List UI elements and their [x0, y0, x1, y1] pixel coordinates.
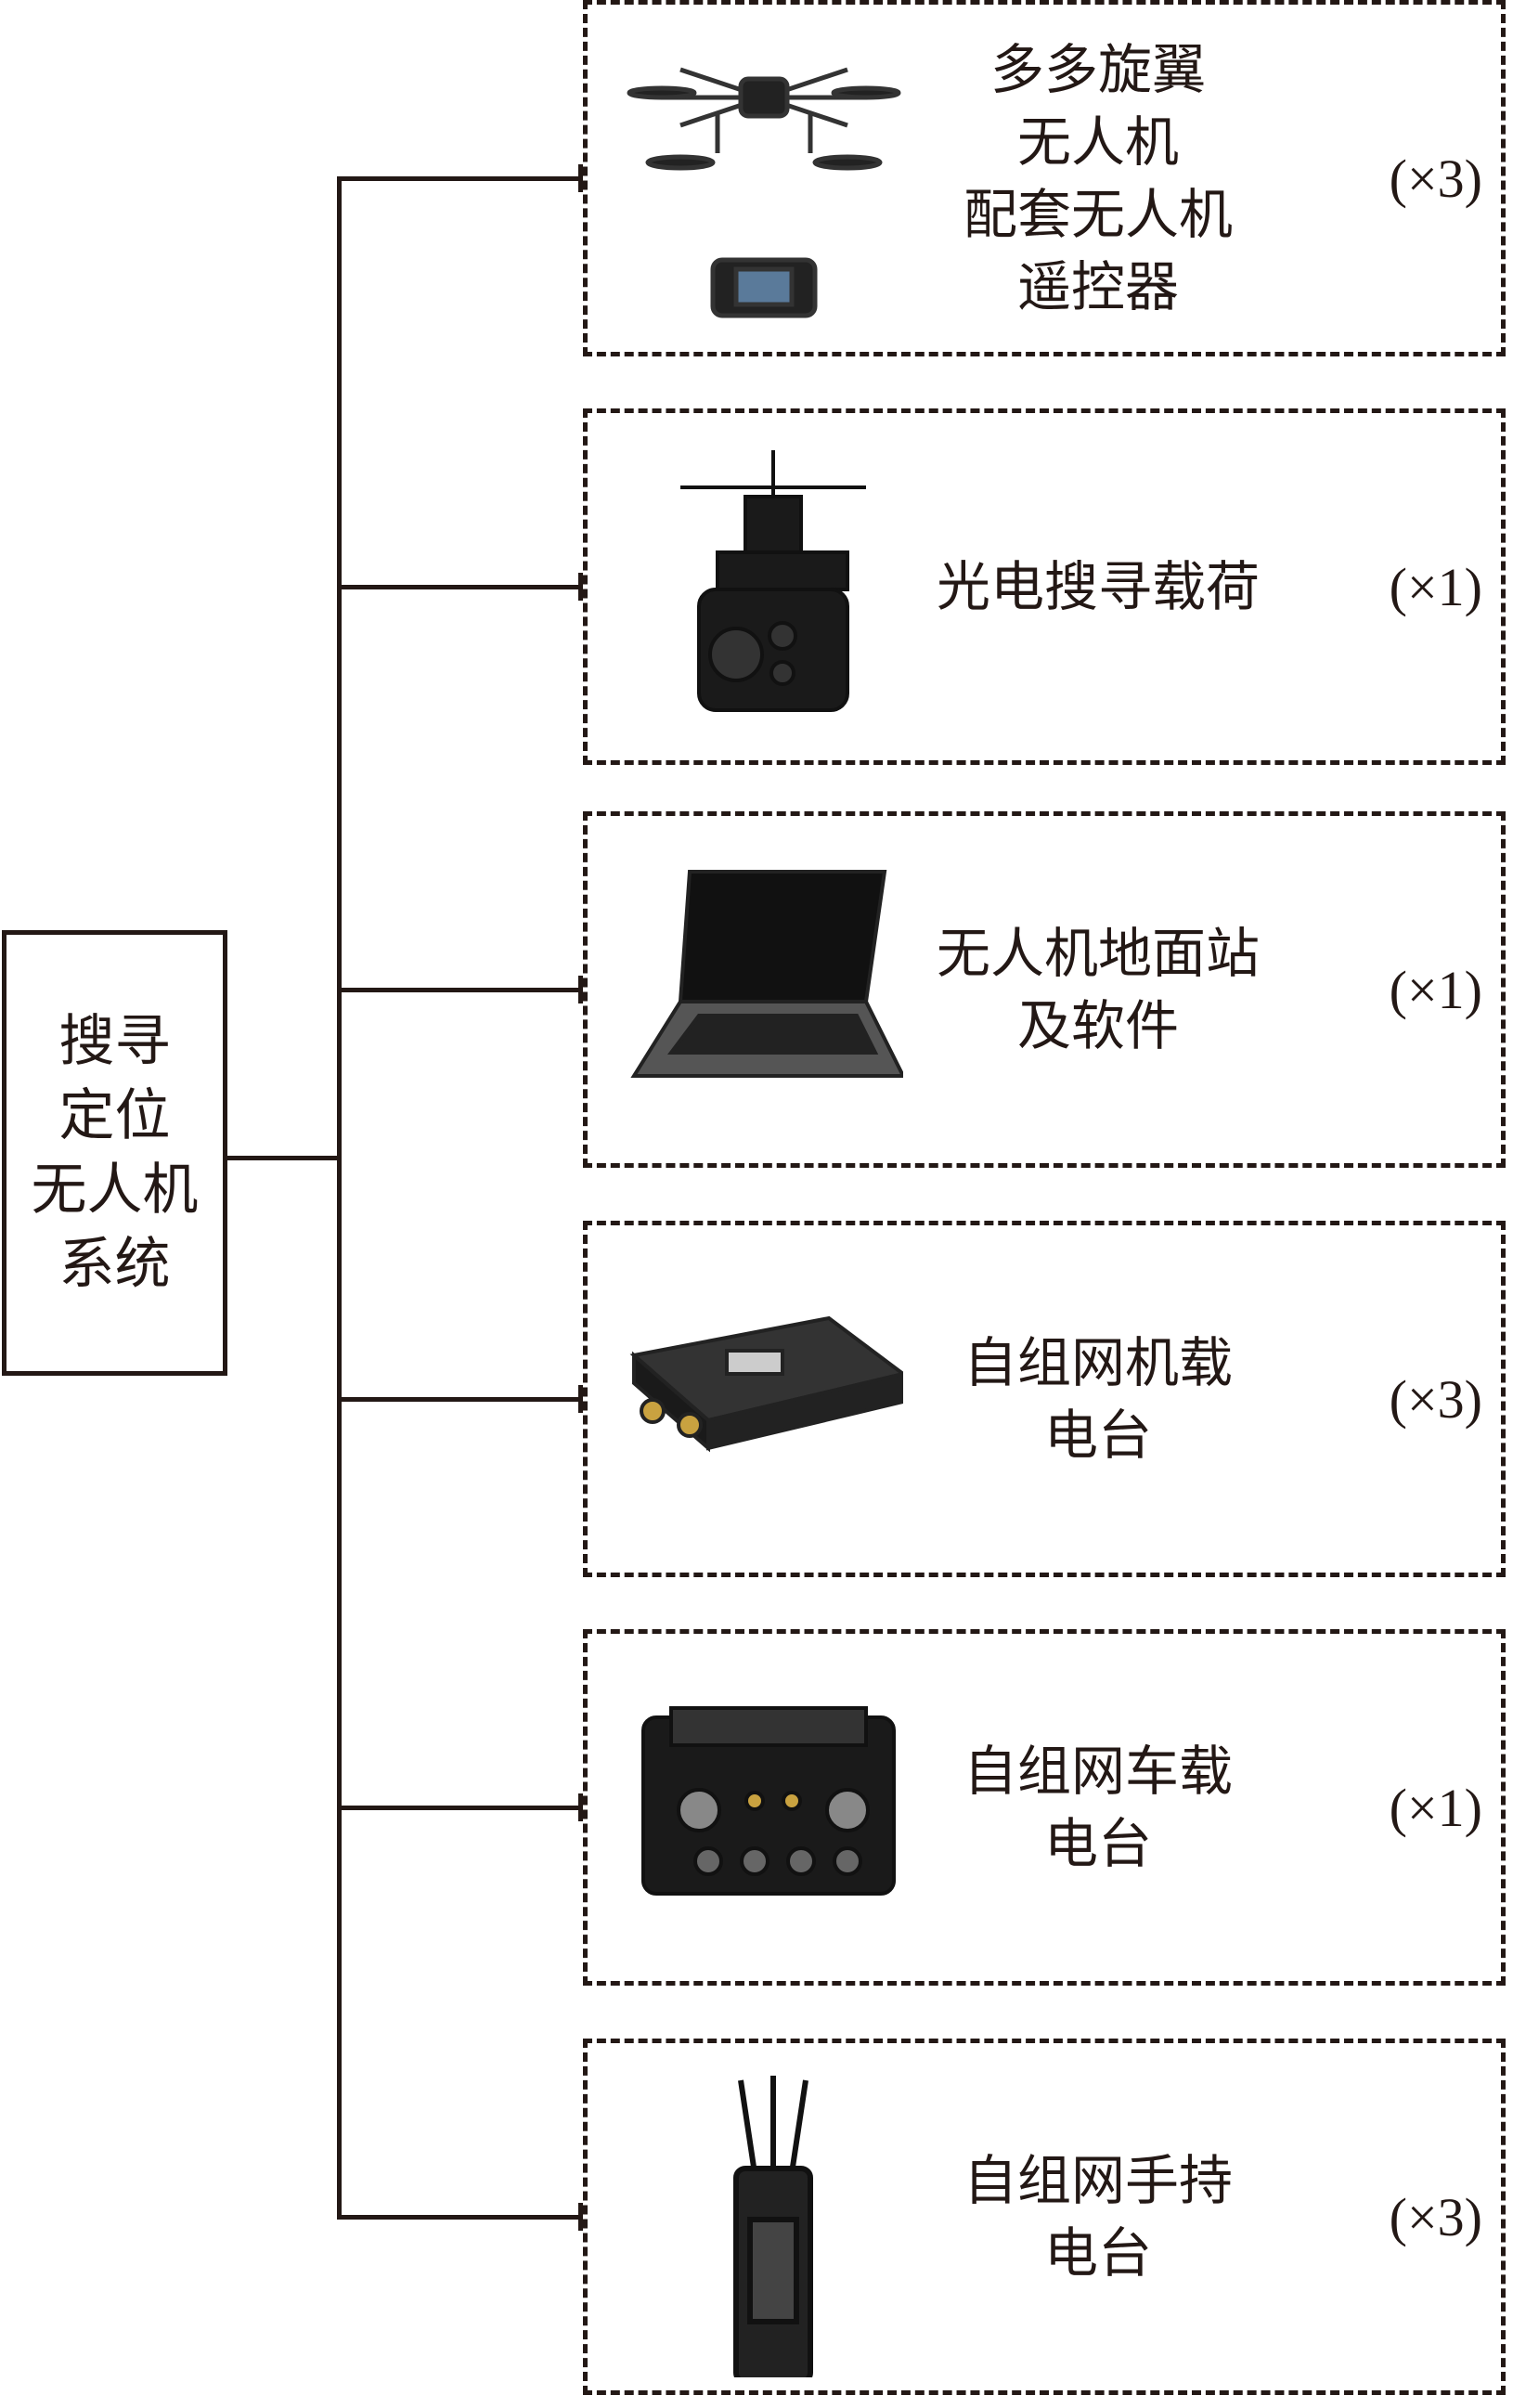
branch-connector — [337, 585, 583, 589]
branch-connector — [337, 176, 583, 181]
branch-tick — [578, 164, 583, 192]
branch-tick — [578, 1793, 583, 1821]
branch-tick — [578, 1385, 583, 1413]
branch-connector — [337, 988, 583, 992]
branch-connector — [337, 1397, 583, 1402]
component-quantity: (×1) — [1389, 556, 1482, 617]
component-box: 自组网机载 电台 (×3) — [583, 1221, 1506, 1577]
component-box: 无人机地面站 及软件 (×1) — [583, 811, 1506, 1168]
branch-tick — [578, 2203, 583, 2231]
component-quantity: (×3) — [1389, 148, 1482, 209]
component-label: 无人机地面站 及软件 — [936, 922, 1260, 1057]
component-quantity: (×1) — [1389, 959, 1482, 1020]
component-label: 多多旋翼 无人机 配套无人机 遥控器 — [963, 38, 1233, 318]
root-connector — [223, 1156, 342, 1160]
component-label: 自组网机载 电台 — [963, 1331, 1233, 1467]
vehicle-radio-icon — [641, 1706, 896, 1896]
component-box: 多多旋翼 无人机 配套无人机 遥控器 (×3) — [583, 0, 1506, 356]
component-label: 光电搜寻载荷 — [936, 555, 1260, 618]
branch-connector — [337, 1806, 583, 1810]
component-quantity: (×3) — [1389, 2186, 1482, 2247]
component-box: 光电搜寻载荷 (×1) — [583, 408, 1506, 765]
component-quantity: (×3) — [1389, 1368, 1482, 1430]
branch-tick — [578, 573, 583, 601]
component-label: 自组网车载 电台 — [963, 1740, 1233, 1875]
component-quantity: (×1) — [1389, 1777, 1482, 1838]
root-system-box: 搜寻 定位 无人机 系统 — [2, 930, 227, 1376]
component-label: 自组网手持 电台 — [963, 2149, 1233, 2285]
drone-with-controller-icon — [627, 67, 901, 318]
handheld-radio-icon — [733, 2076, 813, 2377]
airborne-radio-icon — [629, 1315, 903, 1453]
gimbal-camera-icon — [680, 450, 866, 712]
component-box: 自组网车载 电台 (×1) — [583, 1629, 1506, 1986]
branch-connector — [337, 2215, 583, 2220]
spine-connector — [337, 177, 342, 2220]
component-box: 自组网手持 电台 (×3) — [583, 2039, 1506, 2395]
root-system-label: 搜寻 定位 无人机 系统 — [31, 1009, 199, 1297]
rugged-laptop-icon — [630, 870, 903, 1078]
branch-tick — [578, 976, 583, 1003]
